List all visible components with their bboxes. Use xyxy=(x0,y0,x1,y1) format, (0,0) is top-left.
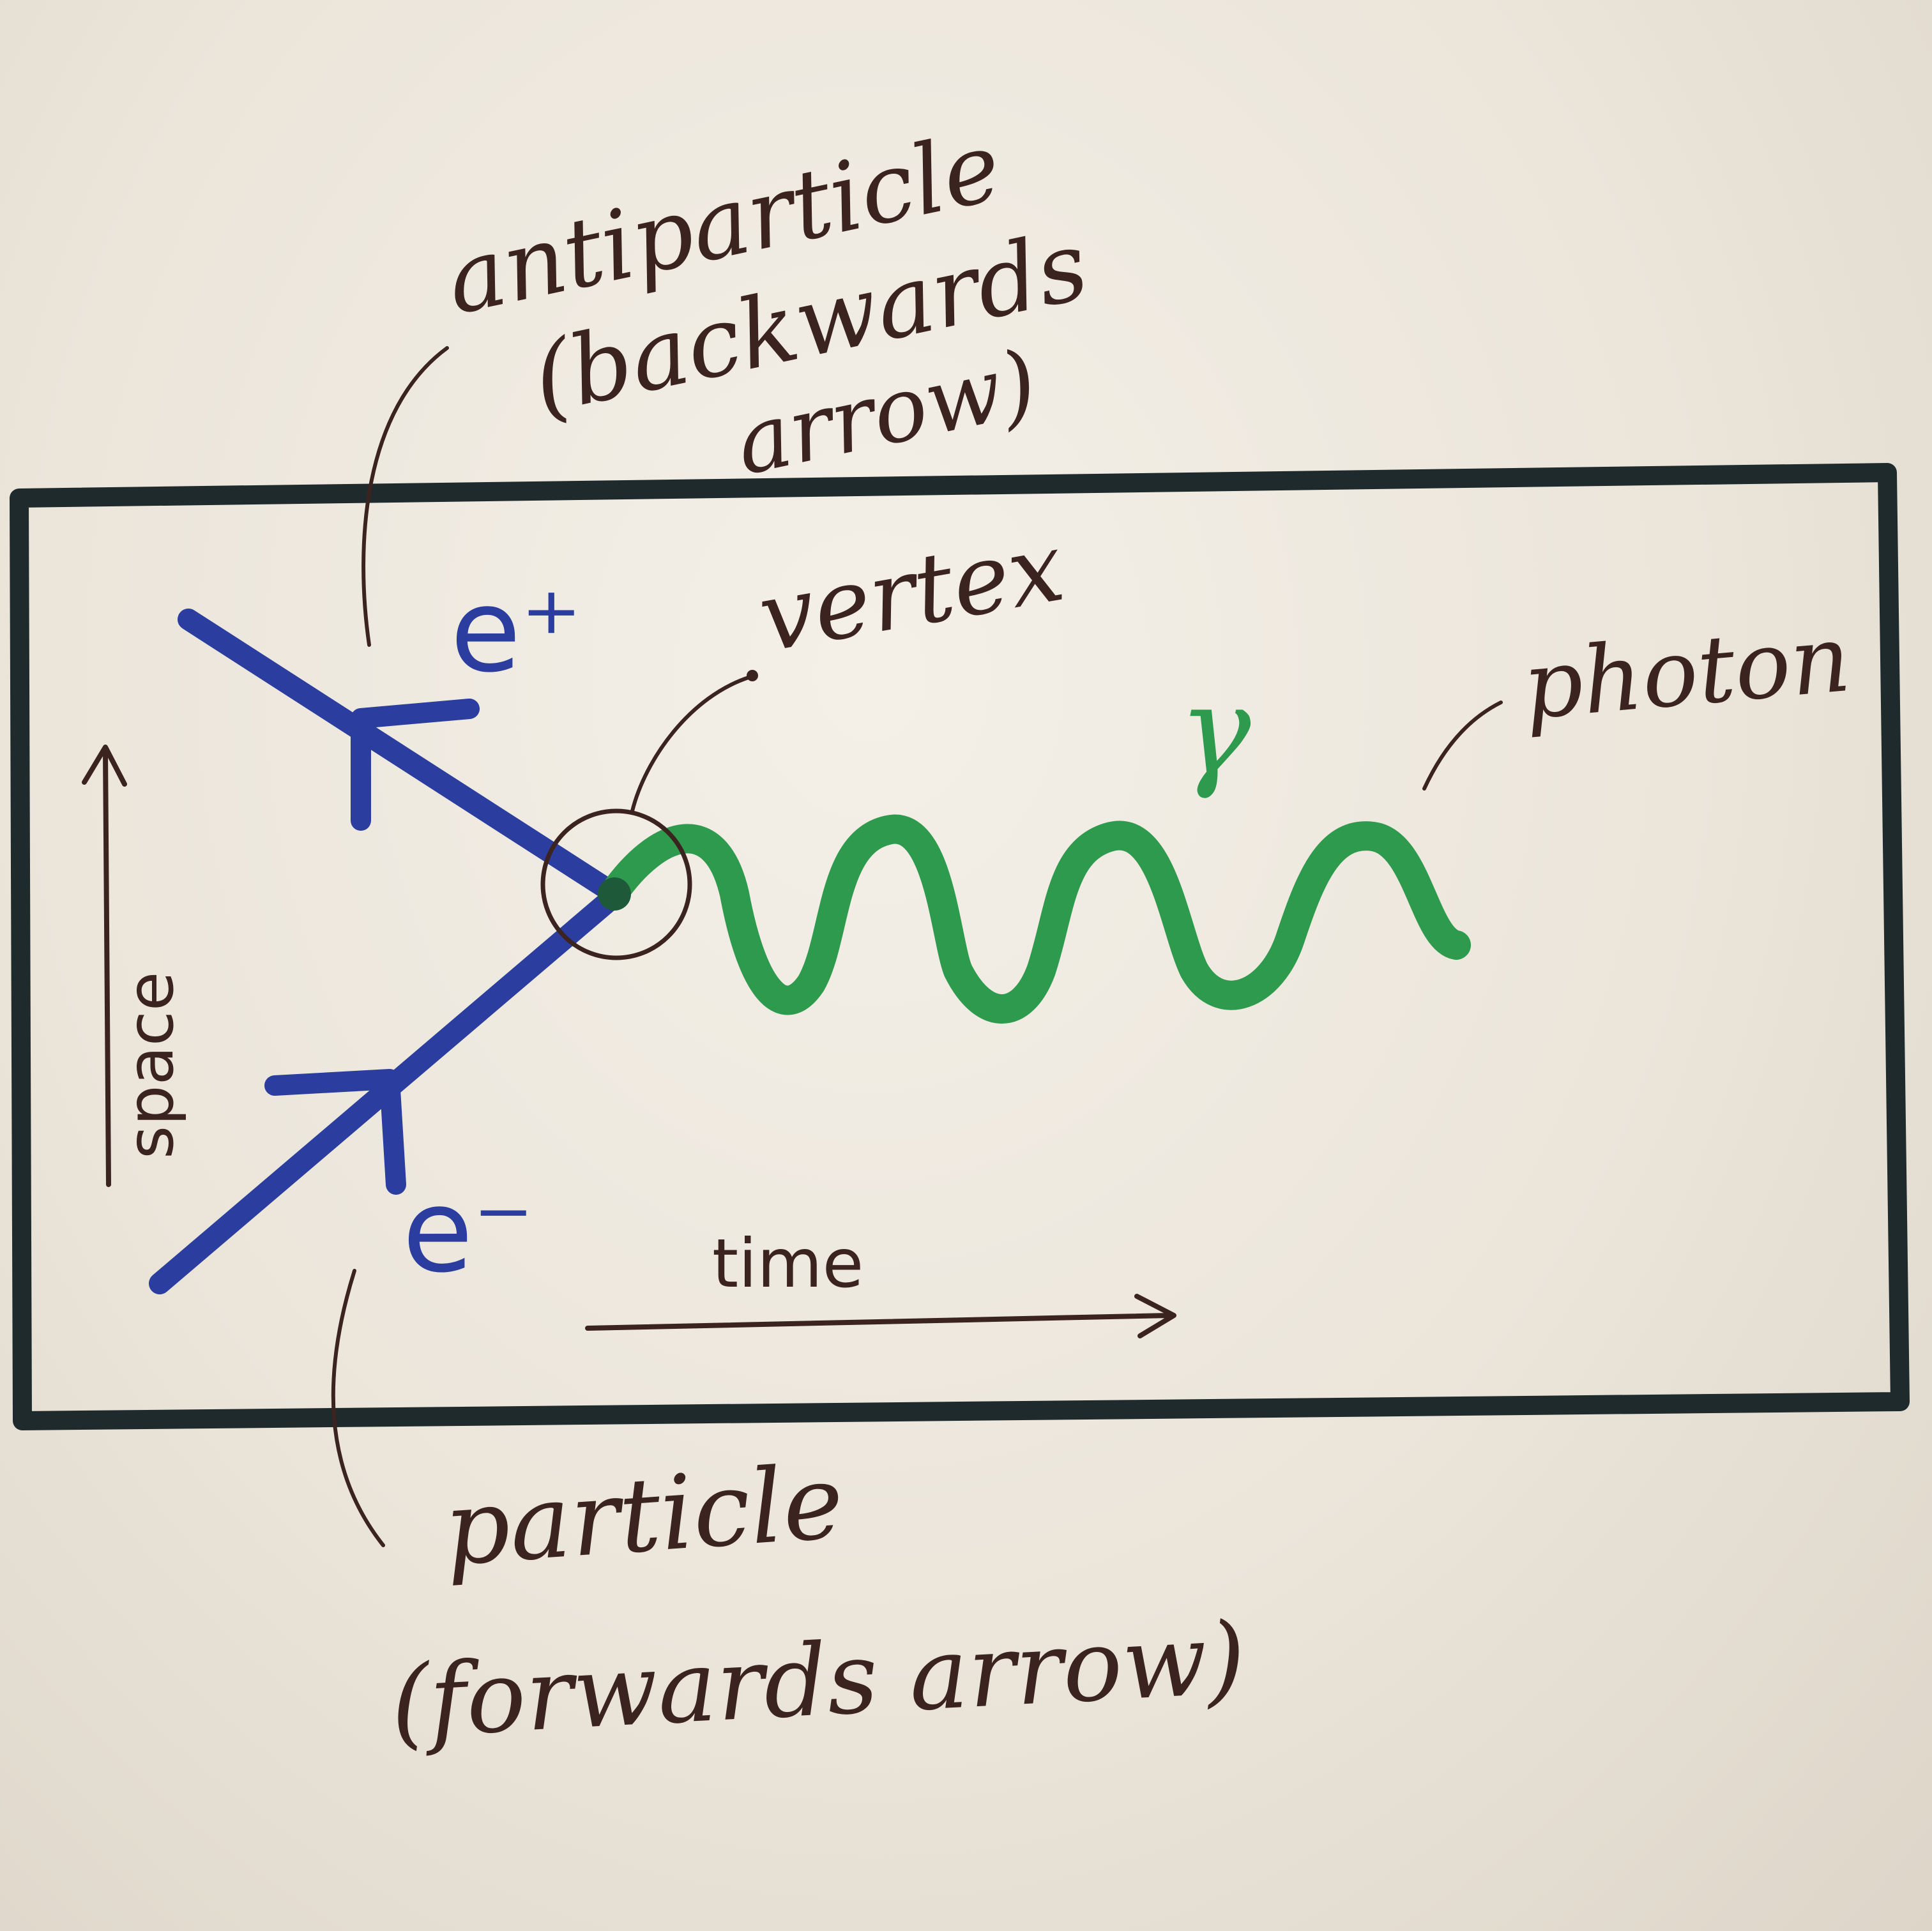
antiparticle-leader xyxy=(361,346,449,647)
time-axis-arrow xyxy=(585,1294,1176,1338)
diagram-frame xyxy=(10,463,1910,1430)
electron-label: e⁻ xyxy=(402,1165,534,1298)
vertex-circle xyxy=(540,808,692,960)
photon-symbol: γ xyxy=(1178,660,1251,801)
photon-label: photon xyxy=(1519,605,1854,741)
time-axis-label: time xyxy=(712,1225,863,1303)
photon-wave xyxy=(598,814,1471,1024)
positron-label: e⁺ xyxy=(450,564,582,698)
positron-arrowhead xyxy=(351,699,480,831)
vertex-label: vertex xyxy=(751,511,1072,674)
vertex-leader xyxy=(630,675,752,813)
vertex-leader-dot xyxy=(747,670,758,681)
photon-leader xyxy=(1422,700,1503,791)
particle-note: (forwards arrow) xyxy=(388,1600,1248,1761)
positron-line xyxy=(178,609,621,902)
antiparticle-annotation: antiparticle (backwards arrow) xyxy=(437,111,1097,496)
space-axis-arrow xyxy=(82,745,127,1187)
vertex-dot xyxy=(598,877,631,911)
electron-arrowhead xyxy=(264,1069,406,1195)
particle-label: particle xyxy=(441,1442,848,1589)
particle-annotation: particle (forwards arrow) xyxy=(388,1442,1248,1761)
particle-leader xyxy=(331,1269,385,1547)
space-axis-label: space xyxy=(113,972,188,1159)
